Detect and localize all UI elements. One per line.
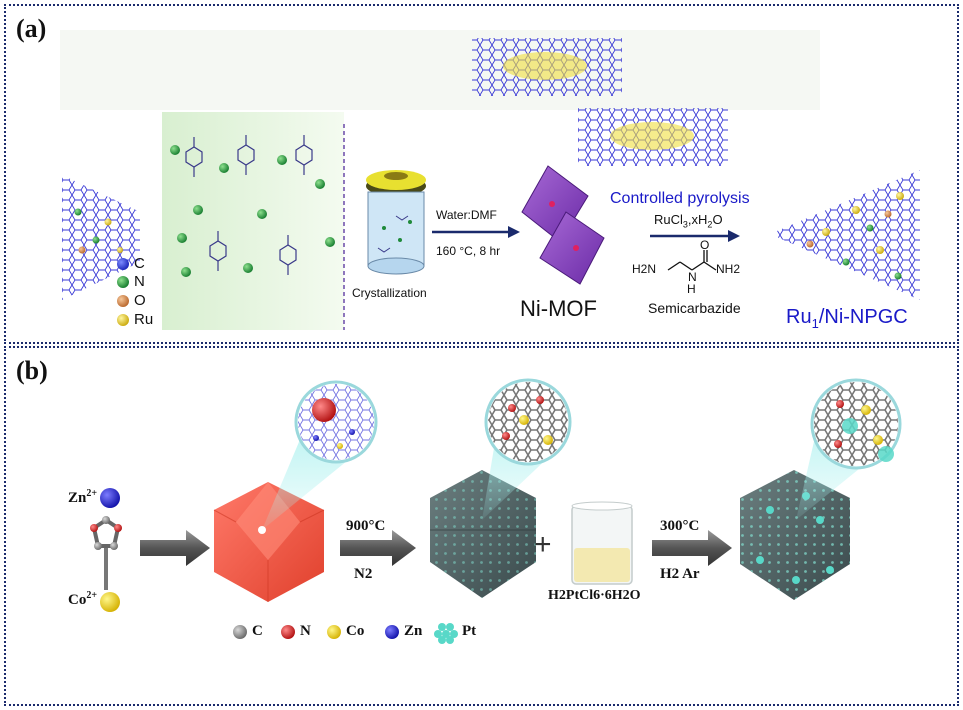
controlled-pyrolysis-label: Controlled pyrolysis — [610, 190, 750, 207]
legend-b-pt: Pt — [462, 623, 477, 639]
carbon-zoom-circle — [484, 378, 572, 466]
semicarbazide-o: O — [700, 238, 710, 252]
arrow-pyrolysis — [340, 530, 416, 566]
step3-atmosphere: H2 Ar — [660, 566, 700, 582]
zn-ion — [100, 488, 120, 508]
semicarbazide-h2n: H2N — [632, 262, 657, 276]
zif-zoom-circle — [294, 380, 378, 464]
panel-a — [4, 4, 959, 344]
legend-b-co: Co — [346, 623, 365, 639]
ni-mof-crystal — [521, 165, 605, 285]
semicarbazide-structure — [667, 250, 717, 271]
crystallization-label: Crystallization — [352, 286, 427, 300]
semicarbazide-h: H — [687, 282, 696, 296]
semicarbazide-label: Semicarbazide — [648, 300, 741, 316]
pt-zoom-circle — [810, 378, 902, 470]
semicarbazide-nh2: NH2 — [716, 262, 741, 276]
h2ptcl6-beaker — [571, 501, 633, 585]
zn-label: Zn2+ — [68, 488, 98, 506]
legend-n-label: N — [134, 273, 145, 290]
co-ion — [100, 592, 120, 612]
step1-condition-label: 160 °C, 8 hr — [436, 244, 501, 258]
terephthalic-acid-linkers — [185, 135, 313, 275]
panel-b — [4, 346, 959, 706]
product-label: Ru1/Ni-NPGC — [786, 306, 908, 331]
carbon-dodecahedron — [430, 470, 536, 598]
step2-temperature: 900°C — [346, 518, 386, 534]
legend-b-zn: Zn — [404, 623, 423, 639]
co-label: Co2+ — [68, 590, 98, 608]
legend-b-n: N — [300, 623, 311, 639]
beaker-label: H2PtCl6·6H2O — [548, 588, 641, 603]
legend-ru-label: Ru — [134, 311, 154, 328]
step1-solvent-label: Water:DMF — [436, 208, 497, 222]
linker-background — [162, 112, 344, 330]
legend-b-c: C — [252, 623, 263, 639]
arrow-ligand-to-zif — [140, 530, 210, 566]
zif-dodecahedron — [213, 482, 325, 602]
step2-atmosphere: N2 — [354, 566, 373, 582]
rucl3-label: RuCl3,xH2O — [654, 212, 723, 230]
imidazolate-ligand — [90, 516, 122, 590]
step3-temperature: 300°C — [660, 518, 700, 534]
ni-mof-label: Ni-MOF — [520, 296, 597, 321]
mof-framework-top — [472, 38, 728, 166]
ru1-ni-npgc-sheet — [770, 170, 920, 300]
panel-b-letter: (b) — [16, 356, 48, 385]
arrow-reduction — [652, 530, 732, 566]
semicarbazide-nh: N — [688, 270, 697, 284]
legend-o-label: O — [134, 292, 146, 309]
panel-a-letter: (a) — [16, 14, 47, 43]
ni-ions — [170, 145, 335, 277]
autoclave-reactor — [366, 170, 426, 275]
plus-sign: + — [534, 528, 552, 561]
legend-c-label: C — [134, 255, 145, 272]
